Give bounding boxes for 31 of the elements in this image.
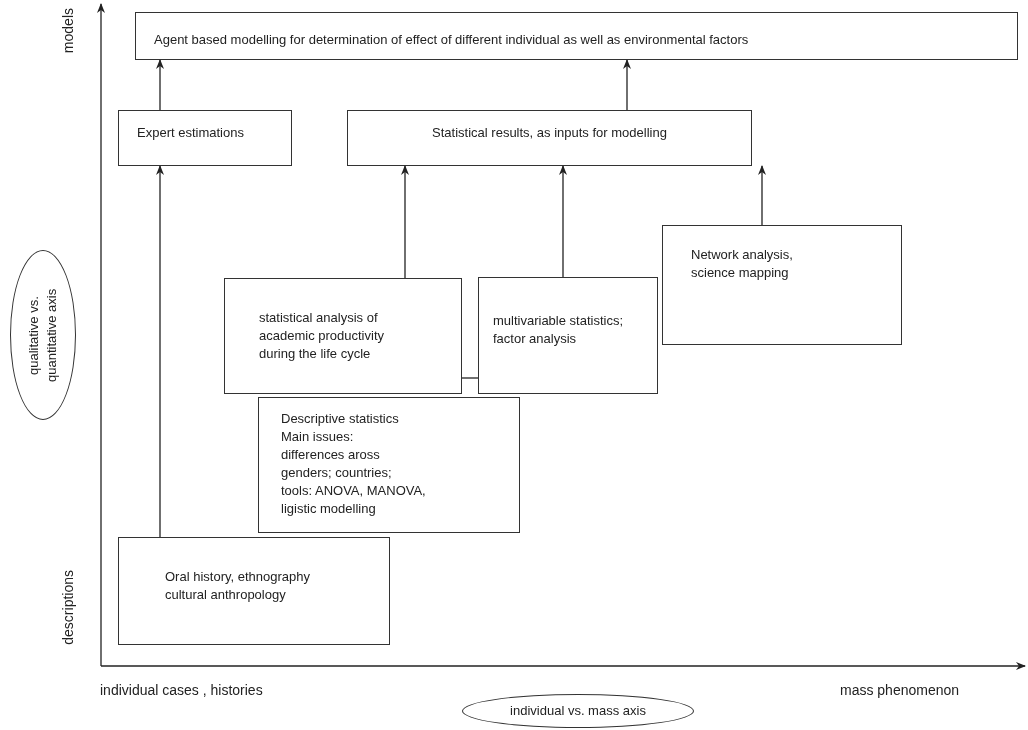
- arrow: [623, 59, 631, 111]
- box-text: Main issues: differences aross genders; countries;: [281, 428, 393, 482]
- box-text: multivariable statistics; factor analysis: [493, 312, 625, 348]
- connector-line: [461, 377, 479, 379]
- process-box: [662, 225, 902, 345]
- axis-label: models: [60, 8, 76, 54]
- arrow: [401, 165, 409, 279]
- process-box: [347, 110, 752, 166]
- box-text: Network analysis, science mapping: [691, 246, 794, 282]
- arrow: [559, 165, 567, 278]
- process-box: [478, 277, 658, 394]
- box-text: statistical analysis of academic productivity during the life cycle: [259, 309, 385, 363]
- axis-label: mass phenomenon: [840, 682, 960, 698]
- box-text: Expert estimations: [137, 124, 245, 142]
- box-text: Statistical results, as inputs for modelling: [431, 124, 668, 142]
- axis-label: descriptions: [60, 570, 76, 645]
- box-text: Oral history, ethnography cultural anthropology: [165, 568, 311, 604]
- process-box: [258, 397, 520, 533]
- axis-label: individual cases , histories: [100, 682, 263, 698]
- arrow: [156, 165, 164, 538]
- box-text: tools: ANOVA, MANOVA, ligistic modelling: [281, 482, 427, 518]
- box-text: individual vs. mass axis: [510, 702, 646, 720]
- process-box: [118, 110, 292, 166]
- arrow: [758, 165, 766, 226]
- arrow: [156, 59, 164, 111]
- process-box: [224, 278, 462, 394]
- box-text: Agent based modelling for determination of effect of different individual as well as environmental factors: [154, 31, 750, 49]
- process-box: [135, 12, 1018, 60]
- process-box: [118, 537, 390, 645]
- box-text: Descriptive statistics: [281, 410, 400, 428]
- box-text: qualitative vs. quantitative axis: [25, 287, 60, 384]
